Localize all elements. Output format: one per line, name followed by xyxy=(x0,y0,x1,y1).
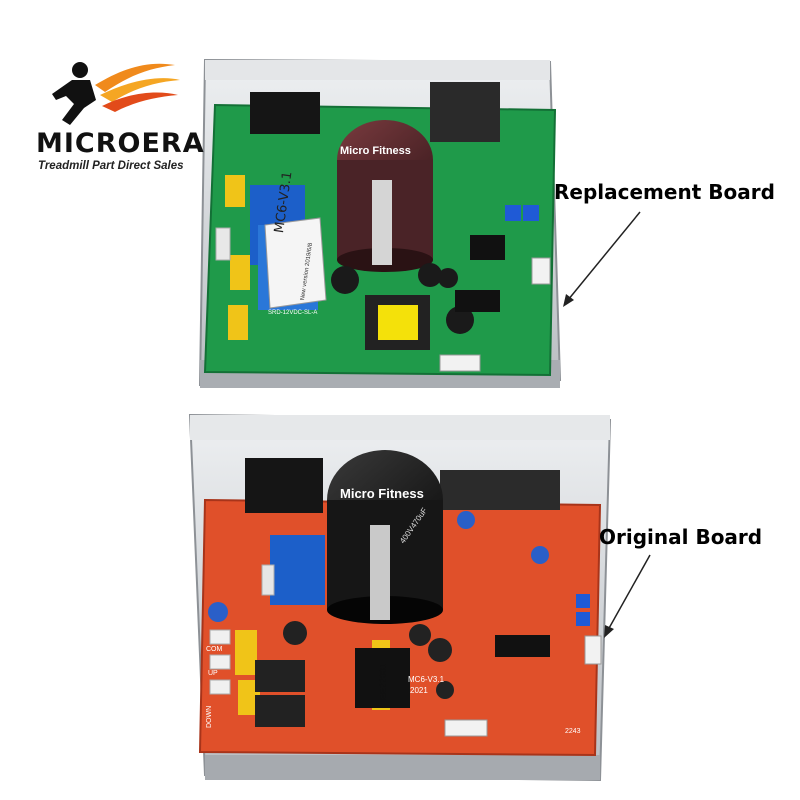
bottom-connector-up: UP xyxy=(208,670,218,677)
bottom-silkscreen-year: 2021 xyxy=(410,686,428,695)
original-board-label: Original Board xyxy=(599,525,763,549)
original-pointer-line xyxy=(607,554,651,631)
replacement-pointer-line xyxy=(567,211,641,301)
bottom-serial: 2243 xyxy=(565,728,581,735)
replacement-board-label: Replacement Board xyxy=(554,180,775,204)
top-relay-text: SRD-12VDC-SL-A xyxy=(268,310,318,316)
top-watermark: Micro Fitness xyxy=(340,145,411,157)
bottom-transformer-text: EE22001 xyxy=(378,662,388,700)
brand-name: MICROERA xyxy=(36,128,205,159)
bottom-silkscreen-model: MC6-V3.1 xyxy=(408,675,445,684)
original-board xyxy=(188,413,612,782)
original-pointer-arrowhead xyxy=(604,625,614,638)
bottom-watermark: Micro Fitness xyxy=(340,486,424,501)
bottom-connector-down: DOWN xyxy=(206,705,213,728)
brand-tagline: Treadmill Part Direct Sales xyxy=(38,160,184,172)
brand-logo-graphic xyxy=(52,62,180,125)
replacement-pointer-arrowhead xyxy=(563,294,574,307)
bottom-connector-com: COM xyxy=(206,646,223,653)
replacement-board xyxy=(198,58,562,388)
